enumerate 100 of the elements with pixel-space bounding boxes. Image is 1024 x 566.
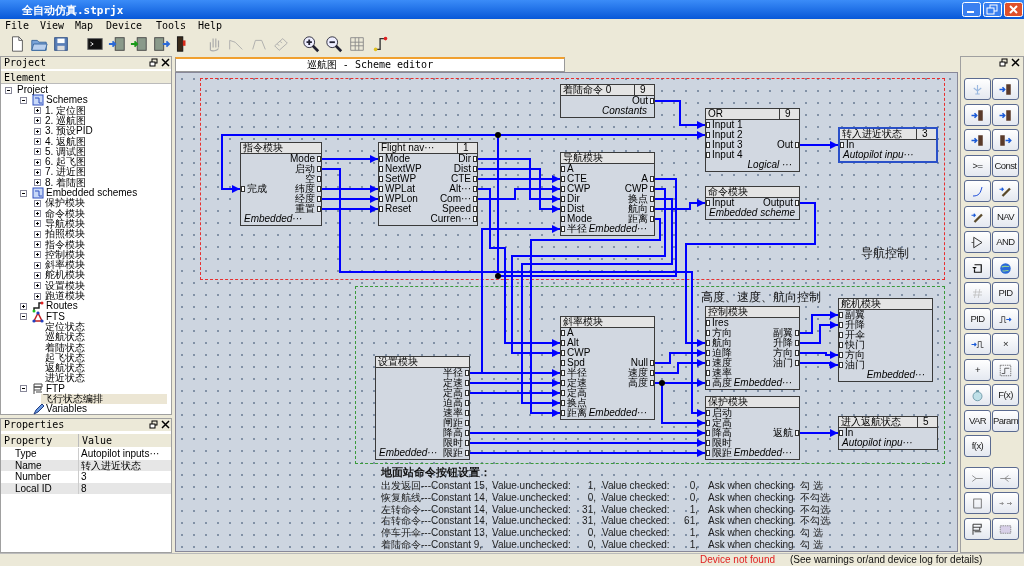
tree-item: 3. 预设PID bbox=[45, 126, 93, 137]
tree-item: 保护模块 bbox=[45, 198, 85, 209]
function-block bbox=[705, 108, 800, 172]
connector bbox=[799, 361, 839, 369]
connector bbox=[799, 141, 839, 149]
tree-item: 着陆状态 bbox=[45, 342, 85, 353]
connector bbox=[799, 429, 839, 437]
port-label: Input 3 bbox=[712, 140, 743, 150]
port-label: NextWP bbox=[385, 164, 422, 174]
connector bbox=[321, 195, 379, 203]
block-title: 转入进近状态 bbox=[840, 129, 916, 140]
tree-item: 8. 着陆图 bbox=[45, 177, 87, 188]
command-name: 出发返回---Constant 15, bbox=[381, 480, 488, 491]
function-block bbox=[560, 316, 655, 420]
block-footer: Autopilot inpu··· bbox=[843, 150, 914, 160]
connector bbox=[321, 155, 379, 163]
block-title: Flight nav··· bbox=[379, 143, 457, 154]
port-label: 半径 bbox=[567, 368, 587, 378]
block-footer: Constants bbox=[601, 106, 647, 116]
port-label: 距离 bbox=[567, 408, 587, 418]
block-footer: Embedded··· bbox=[588, 224, 647, 234]
connector bbox=[685, 202, 816, 347]
field-label: Value checked: bbox=[602, 491, 670, 503]
tree-item: FTP bbox=[46, 383, 65, 394]
block-footer: Autopilot inpu··· bbox=[842, 438, 913, 448]
field-label: Value unchecked: bbox=[492, 515, 571, 527]
connector bbox=[799, 311, 839, 334]
function-block bbox=[560, 84, 655, 118]
tree-item: 定位状态 bbox=[45, 321, 85, 332]
connector bbox=[469, 369, 561, 377]
field-label: Value unchecked: bbox=[492, 539, 571, 550]
port-label: 定高 bbox=[567, 388, 587, 398]
block-footer: Embedded scheme bbox=[709, 208, 796, 218]
block-title: 着陆命令 0 bbox=[561, 85, 634, 96]
connector bbox=[799, 321, 839, 344]
port-label: 速率 bbox=[443, 408, 463, 418]
connector bbox=[511, 188, 666, 357]
setting-value: 1, bbox=[688, 539, 698, 550]
port-label: CTE bbox=[451, 174, 471, 184]
tree-item: 设置模块 bbox=[45, 280, 85, 291]
function-block bbox=[705, 306, 800, 390]
command-name: 停车开伞---Constant 13, bbox=[381, 527, 488, 539]
tree-item: 进近状态 bbox=[45, 373, 85, 384]
field-label: Value checked: bbox=[602, 527, 670, 539]
port-label: 返航 bbox=[773, 428, 793, 438]
port-label: 迫降 bbox=[712, 348, 732, 358]
port-label: 降高 bbox=[712, 428, 732, 438]
field-label: Value unchecked: bbox=[492, 491, 571, 503]
function-block bbox=[240, 142, 322, 226]
connector bbox=[530, 218, 661, 417]
toolbar-button: + bbox=[964, 359, 991, 381]
port-label: 快门 bbox=[845, 340, 865, 350]
connector bbox=[654, 359, 706, 374]
port-label: 高度 bbox=[628, 378, 648, 388]
port-label: 半径 bbox=[443, 368, 463, 378]
option-text: 勾 选 bbox=[800, 527, 823, 539]
port-label: 方向 bbox=[845, 350, 865, 360]
option-text: 不勾选 bbox=[800, 515, 830, 527]
port-label: CWP bbox=[567, 348, 591, 358]
port-label: WPLon bbox=[385, 194, 418, 204]
option-text: 勾 选 bbox=[800, 480, 823, 491]
function-block bbox=[705, 396, 800, 460]
table-heading: 地面站命令按钮设置： bbox=[381, 466, 491, 479]
tree-item: 4. 返航图 bbox=[45, 136, 87, 147]
connector bbox=[321, 205, 379, 213]
function-block bbox=[838, 127, 938, 163]
port-label: 定高 bbox=[443, 388, 463, 398]
menu-item: Device bbox=[106, 20, 143, 31]
connector bbox=[799, 351, 839, 359]
block-title: OR bbox=[706, 109, 779, 120]
menu-item: Tools bbox=[156, 20, 187, 31]
port-label: Curren··· bbox=[430, 214, 471, 224]
block-number: 3 bbox=[916, 129, 936, 140]
port-label: 定高 bbox=[712, 418, 732, 428]
toolbar-button: >= bbox=[964, 155, 991, 177]
block-footer: Embedded··· bbox=[588, 408, 647, 418]
field-label: Ask when checking bbox=[708, 539, 794, 550]
port-label: Input 1 bbox=[712, 120, 743, 130]
function-block bbox=[560, 152, 655, 236]
toolbar-button: F(x) bbox=[992, 384, 1019, 406]
port-label: 速率 bbox=[712, 368, 732, 378]
menu-item: Map bbox=[75, 20, 94, 31]
toolbar-button: PID bbox=[992, 282, 1019, 304]
connector bbox=[469, 439, 706, 447]
connector bbox=[477, 158, 561, 203]
field-label: Ask when checking bbox=[708, 491, 794, 503]
tree-item: 7. 进近图 bbox=[45, 167, 87, 178]
toolbar-button: × bbox=[992, 333, 1019, 355]
port-label: 开伞 bbox=[845, 330, 865, 340]
option-text: 不勾选 bbox=[800, 503, 830, 515]
port-label: 换点 bbox=[628, 194, 648, 204]
connector bbox=[469, 449, 706, 457]
port-label: 完成 bbox=[247, 184, 267, 194]
field-label: Ask when checking bbox=[708, 527, 794, 539]
tree-item: 导航模块 bbox=[45, 218, 85, 229]
port-label: CTE bbox=[567, 174, 587, 184]
port-label: 方向 bbox=[773, 348, 793, 358]
port-label: 航向 bbox=[712, 338, 732, 348]
block-number: 9 bbox=[634, 85, 654, 96]
port-label: WPLat bbox=[385, 184, 415, 194]
